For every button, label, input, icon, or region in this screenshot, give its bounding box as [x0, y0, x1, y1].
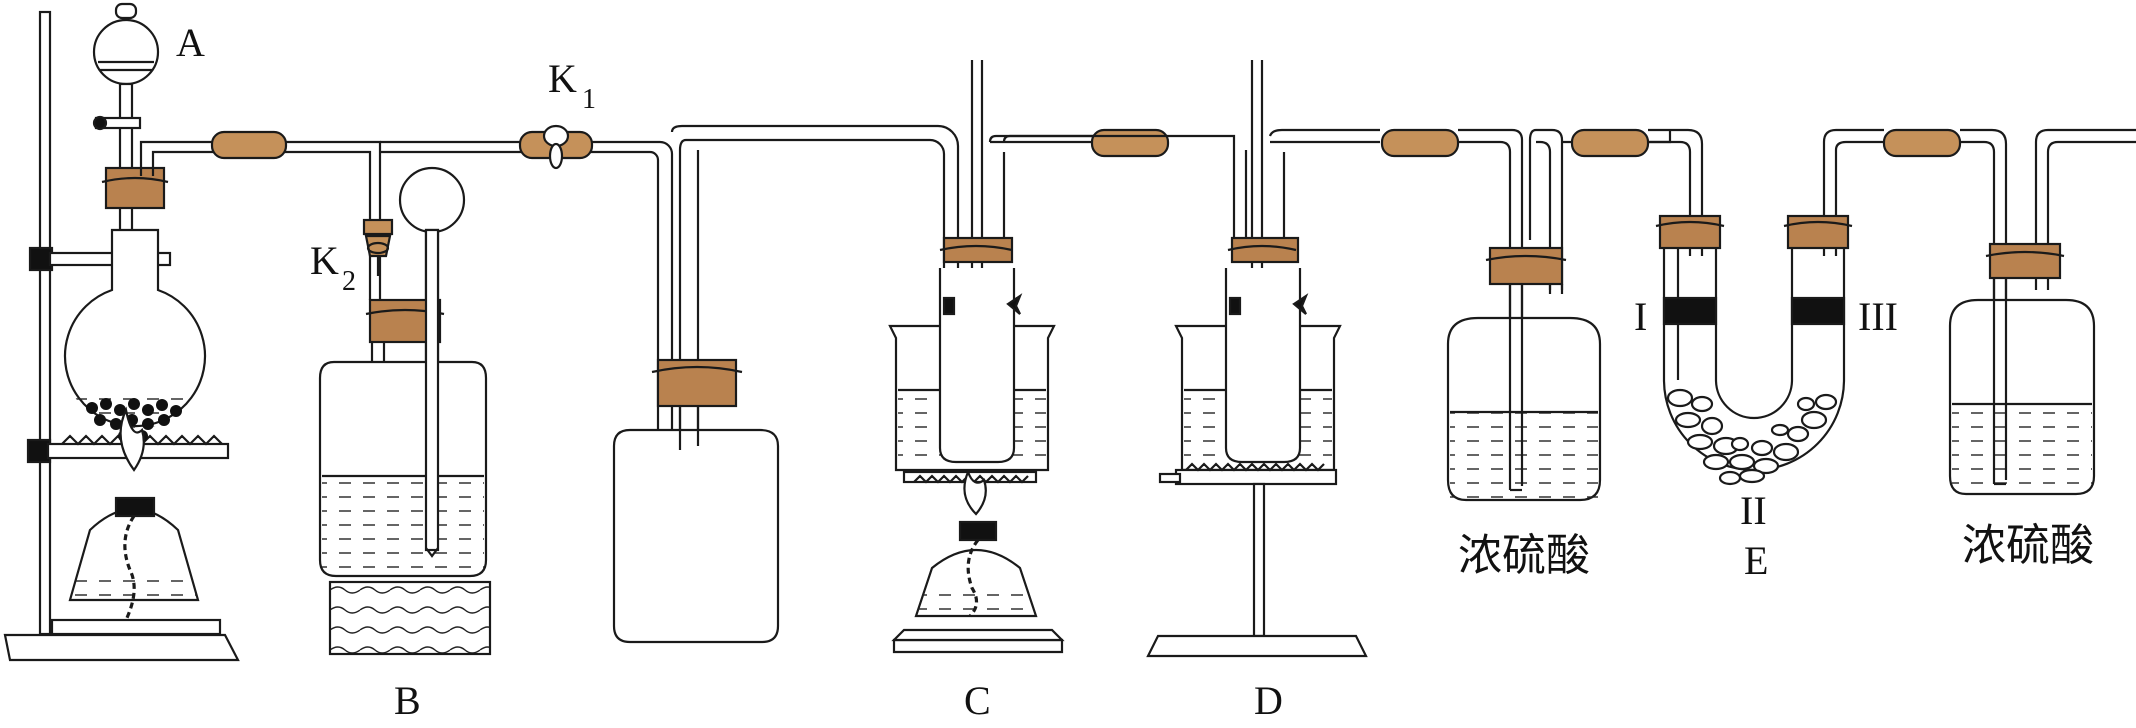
apparatus-b [318, 166, 492, 656]
stand-base [3, 633, 240, 662]
stopper-c [942, 236, 1014, 264]
stand-rod [38, 10, 52, 636]
buffer-bottle [612, 124, 960, 644]
rubber-hose-2 [1090, 128, 1170, 158]
label-b: B [394, 678, 421, 723]
apparatus-d [1002, 60, 1460, 658]
apparatus-a [3, 2, 240, 662]
plug-i [1662, 296, 1718, 326]
safety-funnel [398, 166, 466, 234]
label-k1-sub: 1 [582, 84, 596, 115]
label-roman-i: I [1634, 294, 1647, 339]
plug-iii [1790, 296, 1846, 326]
label-e: E [1744, 538, 1768, 583]
label-conc-acid-2: 浓硫酸 [1962, 520, 2094, 571]
label-a: A [176, 20, 205, 65]
rubber-hose-5 [1882, 128, 1962, 158]
stopcock-k2 [362, 218, 394, 236]
stopper-acid-2 [1988, 242, 2062, 280]
apparatus-e-u-tube [1562, 128, 2008, 486]
stopper-e-right [1786, 214, 1850, 250]
label-conc-acid-1: 浓硫酸 [1458, 530, 1590, 581]
stopper-e-left [1658, 214, 1722, 250]
label-k1: K [548, 56, 577, 101]
wick [123, 515, 136, 621]
lamp-cap [114, 496, 156, 518]
label-d: D [1254, 678, 1283, 723]
rubber-hose-4 [1570, 128, 1650, 158]
stopper-a [104, 166, 166, 210]
flame [119, 406, 145, 472]
acid-bottle-1 [1446, 128, 1602, 502]
rubber-hose-3 [1380, 128, 1460, 158]
stopper-acid-1 [1488, 246, 1564, 286]
label-k2: K [310, 238, 339, 283]
label-roman-iii: III [1858, 294, 1898, 339]
clamp-knob [28, 246, 54, 272]
separatory-funnel [92, 18, 160, 86]
label-k2-sub: 2 [342, 266, 356, 297]
ring-clamp-knob [26, 438, 52, 464]
label-c: C [964, 678, 991, 723]
funnel-stopper [114, 2, 138, 20]
stopper-d [1230, 236, 1300, 264]
apparatus-c [888, 60, 1170, 654]
rubber-hose-1 [210, 130, 288, 160]
acid-bottle-2 [1948, 128, 2136, 496]
u-tube-beads [1666, 388, 1838, 486]
wooden-block [328, 580, 492, 656]
label-roman-ii: II [1740, 488, 1767, 533]
